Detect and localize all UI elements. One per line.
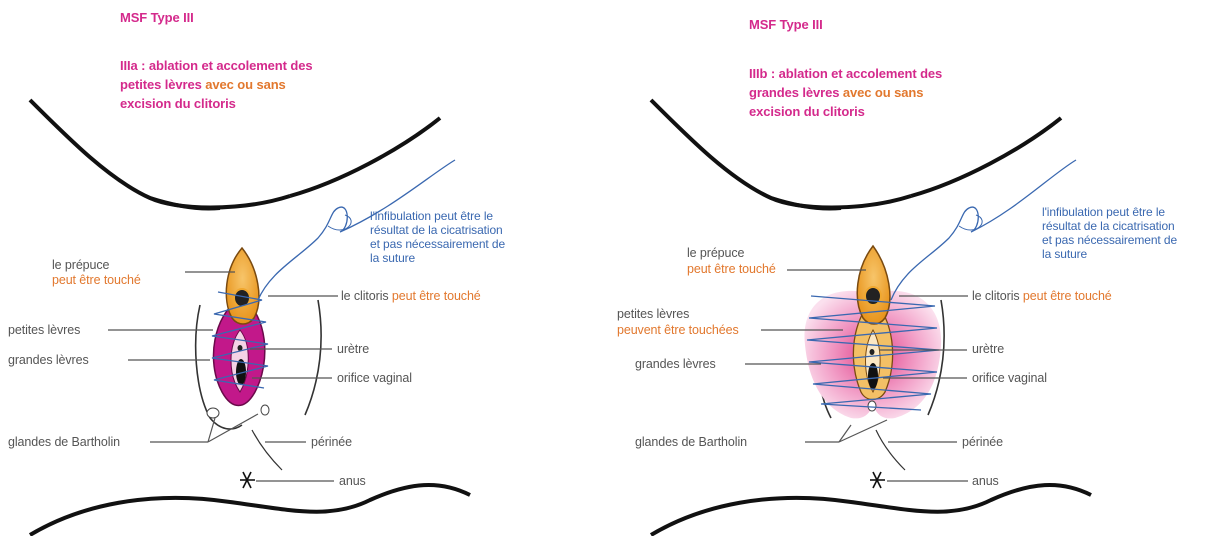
label-grandes-levres: grandes lèvres [8, 352, 89, 368]
label-clitoris-text: le clitoris [341, 289, 392, 303]
label-clitoris-note: peut être touché [392, 289, 481, 303]
label-perinee: périnée [962, 434, 1003, 450]
anus-mark [870, 472, 885, 488]
infibulation-note-1: l'infibulation peut être le [1042, 205, 1165, 219]
label-orifice-vaginal: orifice vaginal [972, 370, 1047, 386]
type-title: MSF Type III [749, 17, 823, 33]
infibulation-note-4: la suture [1042, 247, 1087, 261]
subtitle-line-2-option: avec ou sans [205, 77, 285, 92]
buttocks-outline [30, 485, 470, 535]
infibulation-note-3: et pas nécessairement de [1042, 233, 1177, 247]
subtitle-line-2-option: avec ou sans [843, 85, 923, 100]
clitoral-hood [226, 248, 259, 324]
label-anus: anus [339, 473, 366, 489]
infibulation-note-1: l'infibulation peut être le [370, 209, 493, 223]
label-grandes-levres: grandes lèvres [635, 356, 716, 372]
thigh-outline-left [30, 100, 220, 209]
label-glandes-bartholin: glandes de Bartholin [635, 434, 747, 450]
label-clitoris: le clitoris peut être touché [972, 288, 1112, 304]
anus-mark [240, 472, 255, 488]
label-clitoris: le clitoris peut être touché [341, 288, 481, 304]
label-petites-levres-note: peuvent être touchées [617, 322, 739, 338]
subtitle-line-1: IIIb : ablation et accolement des [749, 64, 942, 83]
infibulation-note-2: résultat de la cicatrisation [370, 223, 503, 237]
subtitle-line-2-main: petites lèvres [120, 77, 205, 92]
infibulation-note-4: la suture [370, 251, 415, 265]
label-prepuce: le prépuce [687, 245, 744, 261]
label-clitoris-note: peut être touché [1023, 289, 1112, 303]
subtitle-line-3: excision du clitoris [749, 102, 865, 121]
thigh-outline-right [290, 118, 440, 196]
label-clitoris-text: le clitoris [972, 289, 1023, 303]
label-glandes-bartholin: glandes de Bartholin [8, 434, 120, 450]
subtitle-line-2-main: grandes lèvres [749, 85, 843, 100]
subtitle-line-1: IIIa : ablation et accolement des [120, 56, 312, 75]
label-uretre: urètre [972, 341, 1004, 357]
abdomen-outline [150, 196, 290, 208]
label-prepuce: le prépuce [52, 257, 109, 273]
label-uretre: urètre [337, 341, 369, 357]
type-title: MSF Type III [120, 10, 194, 26]
panel-type-iiia: MSF Type III IIIa : ablation et accoleme… [0, 0, 600, 536]
panel-type-iiib: MSF Type III IIIb : ablation et accoleme… [611, 0, 1211, 536]
subtitle-line-2: petites lèvres avec ou sans [120, 75, 286, 94]
label-petites-levres: petites lèvres [617, 306, 689, 322]
label-perinee: périnée [311, 434, 352, 450]
label-petites-levres: petites lèvres [8, 322, 80, 338]
label-prepuce-note: peut être touché [52, 272, 141, 288]
subtitle-line-3: excision du clitoris [120, 94, 236, 113]
infibulation-note-3: et pas nécessairement de [370, 237, 505, 251]
label-prepuce-note: peut être touché [687, 261, 776, 277]
label-orifice-vaginal: orifice vaginal [337, 370, 412, 386]
subtitle-line-2: grandes lèvres avec ou sans [749, 83, 923, 102]
label-anus: anus [972, 473, 999, 489]
infibulation-note-2: résultat de la cicatrisation [1042, 219, 1175, 233]
